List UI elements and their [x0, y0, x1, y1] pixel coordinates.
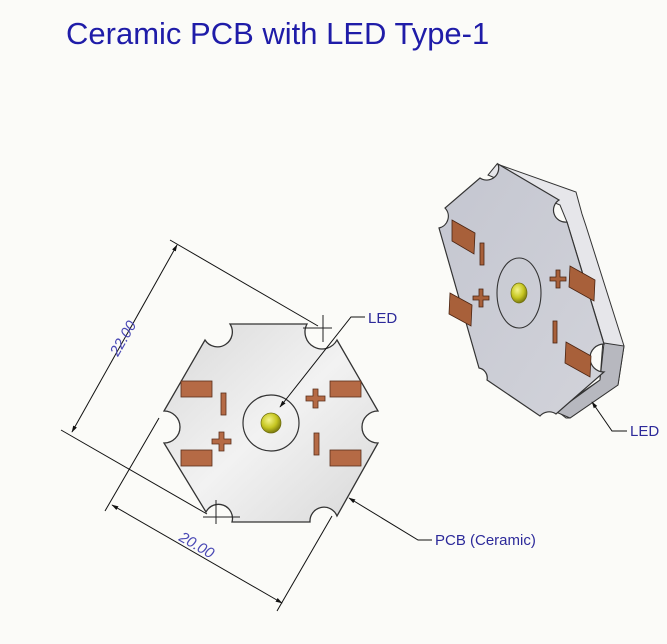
- pcb-callout-label: PCB (Ceramic): [435, 532, 536, 549]
- iso-led-dot: [510, 282, 528, 304]
- dimension-height: [60, 239, 319, 515]
- iso-minus-mark: [479, 242, 485, 266]
- front-view: LED PCB (Ceramic) 22.00 20.00: [60, 239, 536, 612]
- iso-led-ring: [496, 257, 542, 329]
- dimension-width: [104, 417, 333, 612]
- pcb-callout-leader: [348, 497, 432, 541]
- iso-view: LED: [438, 162, 659, 440]
- plus-mark: [305, 388, 326, 409]
- dimension-height-value: 22.00: [106, 317, 140, 359]
- led-ring: [242, 394, 300, 452]
- led-dot: [260, 412, 282, 434]
- iso-minus-mark: [552, 320, 558, 344]
- solder-pads: [180, 380, 362, 467]
- iso-led-callout-label: LED: [630, 423, 659, 440]
- iso-led-callout-leader: [591, 401, 627, 432]
- iso-plus-mark: [472, 288, 490, 308]
- dimension-width-value: 20.00: [175, 528, 217, 562]
- led-callout-leader: [279, 316, 365, 408]
- iso-plus-mark: [549, 269, 567, 289]
- minus-mark: [220, 392, 227, 416]
- diagram-title: Ceramic PCB with LED Type-1: [66, 16, 490, 51]
- iso-solder-pads: [448, 219, 596, 378]
- led-callout-label: LED: [368, 310, 397, 327]
- plus-mark: [211, 431, 232, 452]
- minus-mark: [313, 432, 320, 456]
- notch-crosshair-top: [303, 315, 332, 342]
